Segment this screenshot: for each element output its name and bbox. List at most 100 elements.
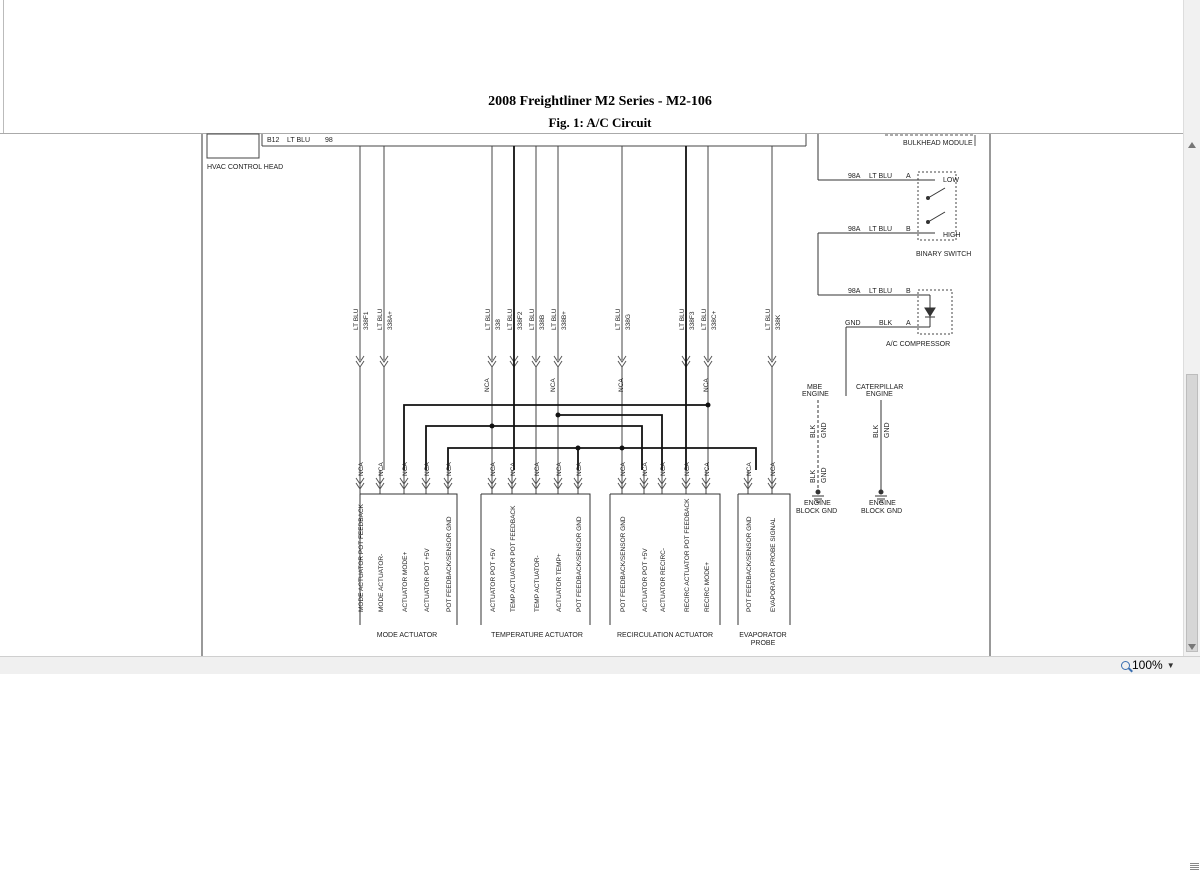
wire-color: LT BLU: [765, 308, 772, 330]
connector-chevron-icon: [573, 477, 583, 490]
hvac-pin: B12: [267, 137, 280, 144]
nca-label: NCA: [550, 378, 557, 392]
nca-label: NCA: [534, 462, 541, 476]
splice-bus-mode-plus: [403, 404, 708, 470]
splice-dot: [705, 402, 711, 408]
temperature-actuator-bracket: [480, 493, 591, 625]
cat-blk: BLK: [873, 424, 880, 438]
mbe-blk: BLK: [810, 424, 817, 438]
pin-label: RECIRC MODE+: [704, 562, 711, 612]
binary-switch: [817, 171, 957, 296]
pin-label: ACTUATOR MODE+: [402, 552, 409, 612]
harness-wires: [355, 146, 777, 494]
nca-label: NCA: [770, 462, 777, 476]
mbe-ground-line1: ENGINE: [804, 500, 831, 507]
connector-chevron-icon: [701, 477, 711, 490]
splice-dot: [555, 412, 561, 418]
binary-switch-wire-a-circuit: 98A: [848, 173, 861, 180]
splice-dot: [619, 445, 625, 451]
grip-icon: [1190, 863, 1199, 870]
nca-label: NCA: [660, 462, 667, 476]
ac-compressor: [845, 289, 953, 396]
wire-circuit: 338B+: [561, 311, 568, 330]
connector-chevron-icon: [657, 477, 667, 490]
pin-label: ACTUATOR POT +5V: [424, 548, 431, 612]
connector-chevron-icon: [639, 477, 649, 490]
nca-label: NCA: [684, 462, 691, 476]
chevron-down-icon[interactable]: ▼: [1166, 660, 1175, 670]
splice-bus-temp: [558, 414, 663, 470]
hvac-circuit: 98: [325, 137, 333, 144]
connector-chevron-icon: [743, 477, 753, 490]
pin-label: TEMP ACTUATOR-: [534, 555, 541, 612]
nca-label: NCA: [402, 462, 409, 476]
zoom-level: 100%: [1132, 658, 1163, 672]
wire-color: LT BLU: [615, 308, 622, 330]
compressor-wire-b-circuit: 98A: [848, 288, 861, 295]
temperature-actuator-label: TEMPERATURE ACTUATOR: [491, 632, 583, 639]
splice-dot: [575, 445, 581, 451]
ac-circuit-diagram: B12 LT BLU 98 HVAC CONTROL HEAD BULKHEAD…: [201, 133, 991, 656]
splice-dot: [489, 423, 495, 429]
pin-label: ACTUATOR POT +5V: [642, 548, 649, 612]
mbe-engine-line1: MBE: [807, 384, 823, 391]
nca-label: NCA: [703, 378, 710, 392]
scroll-down-arrow-icon[interactable]: [1188, 644, 1196, 650]
bulkhead-module-label: BULKHEAD MODULE: [903, 140, 973, 147]
scroll-thumb[interactable]: [1186, 374, 1199, 870]
wire-circuit: 338: [495, 319, 502, 330]
nca-label: NCA: [620, 462, 627, 476]
nca-label: NCA: [446, 462, 453, 476]
connector-chevron-icon: [487, 477, 497, 490]
compressor-pin-a: A: [906, 320, 911, 327]
nca-label: NCA: [490, 462, 497, 476]
wire-color: LT BLU: [701, 308, 708, 330]
wire-circuit: 338F2: [517, 311, 524, 330]
pin-label: EVAPORATOR PROBE SIGNAL: [770, 517, 777, 612]
mbe-blk-lower: BLK: [810, 469, 817, 483]
wire-color: LT BLU: [485, 308, 492, 330]
cat-ground-line2: BLOCK GND: [861, 508, 902, 515]
pin-label: RECIRC ACTUATOR POT FEEDBACK: [684, 498, 691, 612]
pin-label: MODE ACTUATOR-: [378, 554, 385, 612]
nca-label: NCA: [424, 462, 431, 476]
status-bar: 100% ▼: [0, 656, 1200, 674]
nca-label: NCA: [510, 462, 517, 476]
caterpillar-engine-line2: ENGINE: [866, 391, 893, 398]
vertical-scrollbar[interactable]: [1183, 0, 1200, 870]
cat-ground-line1: ENGINE: [869, 500, 896, 507]
figure-title: Fig. 1: A/C Circuit: [548, 115, 652, 130]
binary-switch-wire-b-color: LT BLU: [869, 226, 892, 233]
hvac-control-head: B12 LT BLU 98 HVAC CONTROL HEAD: [206, 133, 807, 171]
wire-circuit: 338G: [625, 314, 632, 330]
recirculation-actuator-bracket: [609, 493, 721, 625]
mbe-gnd: GND: [821, 422, 828, 438]
hvac-control-head-label: HVAC CONTROL HEAD: [207, 164, 283, 171]
evaporator-label-line1: EVAPORATOR: [739, 632, 786, 639]
binary-switch-pin-b: B: [906, 226, 911, 233]
page-break-line: [0, 133, 1183, 134]
connector-chevron-icon: [507, 477, 517, 490]
binary-switch-low: LOW: [943, 177, 959, 184]
connector-chevron-icon: [531, 477, 541, 490]
connector-chevron-icon: [617, 477, 627, 490]
nca-label: NCA: [576, 462, 583, 476]
pin-label: TEMP ACTUATOR POT FEEDBACK: [510, 505, 517, 612]
mode-actuator-bracket: [359, 493, 458, 625]
connector-chevron-icon: [553, 477, 563, 490]
zoom-control[interactable]: 100% ▼: [1121, 658, 1175, 672]
binary-switch-pin-a: A: [906, 173, 911, 180]
wire-color: LT BLU: [529, 308, 536, 330]
compressor-wire-b-color: LT BLU: [869, 288, 892, 295]
mbe-engine-line2: ENGINE: [802, 391, 829, 398]
nca-label: NCA: [642, 462, 649, 476]
wire-circuit: 338C+: [711, 310, 718, 330]
scroll-up-arrow-icon[interactable]: [1188, 142, 1196, 148]
